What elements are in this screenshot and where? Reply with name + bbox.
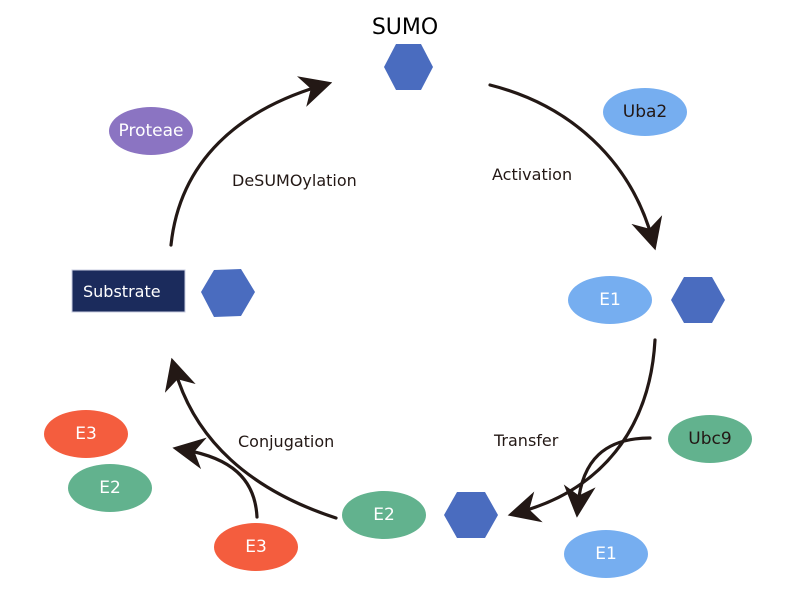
e3-left-node: E3	[44, 410, 128, 458]
sumo-hexagon-top	[384, 44, 433, 90]
uba2-node: Uba2	[603, 88, 687, 136]
sumo-hexagon-substrate	[201, 269, 255, 317]
e3-bottom-node: E3	[214, 523, 298, 571]
e2-node: E2	[342, 491, 426, 539]
transfer-label: Transfer	[493, 431, 559, 450]
e1-label: E1	[599, 290, 621, 310]
ubc9-label: Ubc9	[688, 429, 731, 449]
uba2-label: Uba2	[623, 102, 667, 122]
sumo-title: SUMO	[372, 15, 438, 40]
e1-released-label: E1	[595, 544, 617, 564]
e3-bottom-label: E3	[245, 537, 267, 557]
substrate-label: Substrate	[83, 282, 161, 301]
ubc9-node: Ubc9	[668, 415, 752, 463]
conjugation-arrow	[164, 357, 338, 520]
e2-label: E2	[373, 505, 395, 525]
ubc9-branch-arrow	[563, 436, 652, 518]
e3-branch-arrow	[172, 437, 259, 519]
sumo-hexagon-e2	[444, 492, 498, 538]
e2-left-node: E2	[68, 464, 152, 512]
desumoylation-arrow	[169, 76, 333, 247]
activation-label: Activation	[492, 165, 572, 184]
proteae-label: Proteae	[119, 121, 184, 141]
substrate-node: Substrate	[71, 269, 186, 313]
proteae-node: Proteae	[109, 107, 193, 155]
desumoylation-label: DeSUMOylation	[232, 171, 357, 190]
conjugation-label: Conjugation	[238, 432, 334, 451]
e1-node: E1	[568, 276, 652, 324]
e1-released-node: E1	[564, 530, 648, 578]
sumo-hexagon-e1	[671, 277, 725, 323]
e3-left-label: E3	[75, 424, 97, 444]
transfer-arrow	[507, 338, 657, 523]
e2-left-label: E2	[99, 478, 121, 498]
activation-arrow	[488, 83, 663, 251]
